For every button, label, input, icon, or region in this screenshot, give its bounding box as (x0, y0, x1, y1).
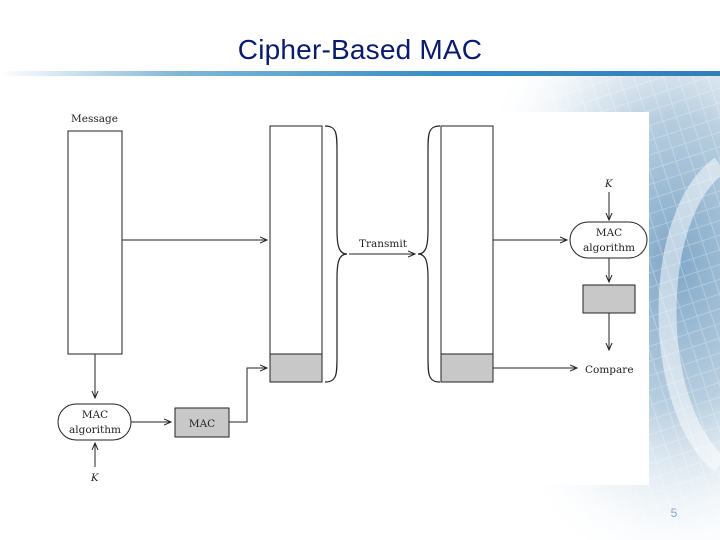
mac-to-tag-arrow (229, 368, 267, 423)
title-underline (0, 71, 720, 76)
receiver-key-label: K (604, 179, 613, 190)
sender-message-block (269, 125, 323, 355)
sender-key-label: K (90, 473, 99, 484)
page-number: 5 (670, 506, 678, 520)
cmac-diagram-svg: Message Transmit K MAC (57, 113, 648, 484)
sender-mac-label: MAC (189, 418, 215, 430)
message-block (67, 130, 123, 355)
receiver-brace (417, 125, 441, 383)
sender-brace (324, 125, 348, 383)
slide-title: Cipher-Based MAC (237, 34, 483, 65)
sender-mac-algorithm-line1: MAC (82, 409, 108, 421)
receiver-mac-algorithm-line1: MAC (596, 227, 622, 239)
receiver-mac-tag-block (440, 353, 494, 383)
compare-label: Compare (585, 364, 634, 376)
message-label: Message (71, 113, 118, 125)
sender-mac-block (174, 407, 230, 438)
receiver-mac-algorithm-line2: algorithm (583, 242, 635, 254)
sender-mac-tag-block (269, 353, 323, 383)
receiver-message-block (440, 125, 494, 355)
receiver-computed-mac-block (582, 284, 636, 314)
sender-mac-algorithm-line2: algorithm (69, 424, 121, 436)
cmac-diagram: Message Transmit K MAC (57, 112, 649, 485)
transmit-label: Transmit (359, 238, 408, 250)
